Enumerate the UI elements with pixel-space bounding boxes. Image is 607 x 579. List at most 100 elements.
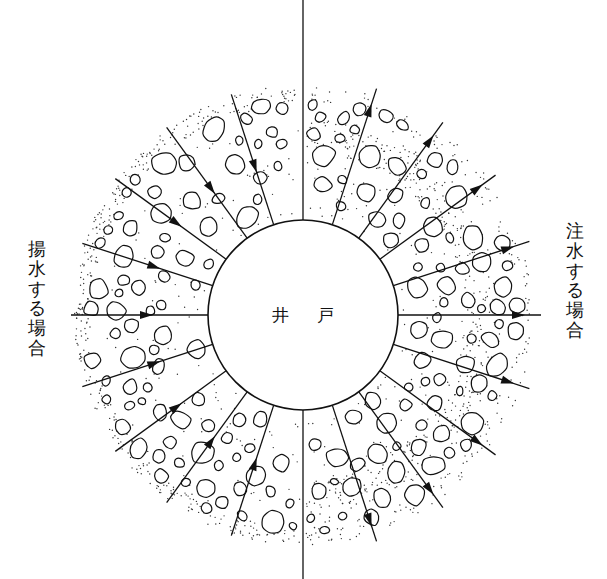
sand-dot xyxy=(500,253,501,254)
sand-dot xyxy=(444,182,445,183)
sand-dot xyxy=(432,208,433,209)
sand-dot xyxy=(149,152,150,153)
arrowhead xyxy=(147,361,161,369)
sand-dot xyxy=(331,539,332,540)
sand-dot xyxy=(347,148,348,149)
sand-dot xyxy=(392,454,393,455)
sand-dot xyxy=(436,137,437,138)
sand-dot xyxy=(131,467,132,468)
sand-dot xyxy=(398,180,399,181)
sand-dot xyxy=(147,471,148,472)
sand-dot xyxy=(462,337,463,338)
sand-dot xyxy=(364,490,365,491)
sand-dot xyxy=(115,199,116,200)
sand-dot xyxy=(435,213,436,214)
sand-dot xyxy=(324,464,325,465)
sand-dot xyxy=(251,493,252,494)
sand-dot xyxy=(390,150,391,151)
sand-dot xyxy=(248,111,249,112)
sand-dot xyxy=(316,481,317,482)
sand-dot xyxy=(310,127,311,128)
sand-dot xyxy=(180,495,181,496)
sand-dot xyxy=(78,308,79,309)
sand-dot xyxy=(439,329,440,330)
sand-dot xyxy=(425,394,426,395)
sand-dot xyxy=(452,155,453,156)
sand-dot xyxy=(475,324,476,325)
sand-dot xyxy=(333,418,334,419)
pebble xyxy=(437,277,455,295)
sand-dot xyxy=(347,209,348,210)
sand-dot xyxy=(465,174,466,175)
pebble xyxy=(471,375,487,392)
sand-dot xyxy=(253,535,254,536)
sand-dot xyxy=(75,335,76,336)
pebble xyxy=(151,246,164,259)
pebble xyxy=(357,184,375,202)
sand-dot xyxy=(527,343,528,344)
flow-line xyxy=(359,392,443,508)
pebble xyxy=(446,186,467,208)
pebble xyxy=(440,298,448,307)
sand-dot xyxy=(235,393,236,394)
flow-line xyxy=(71,314,208,315)
sand-dot xyxy=(146,153,147,154)
sand-dot xyxy=(515,400,516,401)
sand-dot xyxy=(232,103,233,104)
pebble xyxy=(138,398,145,404)
sand-dot xyxy=(352,134,353,135)
sand-dot xyxy=(193,132,194,133)
sand-dot xyxy=(314,527,315,528)
sand-dot xyxy=(158,486,159,487)
sand-dot xyxy=(410,450,411,451)
sand-dot xyxy=(467,376,468,377)
sand-dot xyxy=(413,507,414,508)
sand-dot xyxy=(309,535,310,536)
sand-dot xyxy=(470,376,471,377)
sand-dot xyxy=(421,403,422,404)
sand-dot xyxy=(357,520,358,521)
sand-dot xyxy=(83,289,84,290)
sand-dot xyxy=(80,303,81,304)
sand-dot xyxy=(143,153,144,154)
sand-dot xyxy=(144,210,145,211)
sand-dot xyxy=(179,243,180,244)
sand-dot xyxy=(253,527,254,528)
sand-dot xyxy=(444,221,445,222)
sand-dot xyxy=(416,131,417,132)
sand-dot xyxy=(478,345,479,346)
sand-dot xyxy=(474,357,475,358)
sand-dot xyxy=(349,503,350,504)
sand-dot xyxy=(281,91,282,92)
sand-dot xyxy=(370,472,371,473)
sand-dot xyxy=(159,135,160,136)
sand-dot xyxy=(137,472,138,473)
sand-dot xyxy=(389,484,390,485)
sand-dot xyxy=(256,529,257,530)
sand-dot xyxy=(104,205,105,206)
sand-dot xyxy=(339,492,340,493)
sand-dot xyxy=(383,168,384,169)
pebble xyxy=(152,153,177,174)
sand-dot xyxy=(326,497,327,498)
pebble xyxy=(405,485,425,506)
sand-dot xyxy=(335,124,336,125)
sand-dot xyxy=(259,500,260,501)
sand-dot xyxy=(327,100,328,101)
sand-dot xyxy=(419,200,420,201)
sand-dot xyxy=(146,156,147,157)
sand-dot xyxy=(434,144,435,145)
sand-dot xyxy=(459,255,460,256)
pebble xyxy=(369,212,386,227)
sand-dot xyxy=(485,187,486,188)
sand-dot xyxy=(337,198,338,199)
sand-dot xyxy=(366,455,367,456)
sand-dot xyxy=(369,500,370,501)
sand-dot xyxy=(341,191,342,192)
pebble xyxy=(266,486,275,497)
arrowhead xyxy=(204,436,215,449)
sand-dot xyxy=(463,395,464,396)
sand-dot xyxy=(473,280,474,281)
sand-dot xyxy=(80,357,81,358)
flow-line xyxy=(393,241,529,285)
